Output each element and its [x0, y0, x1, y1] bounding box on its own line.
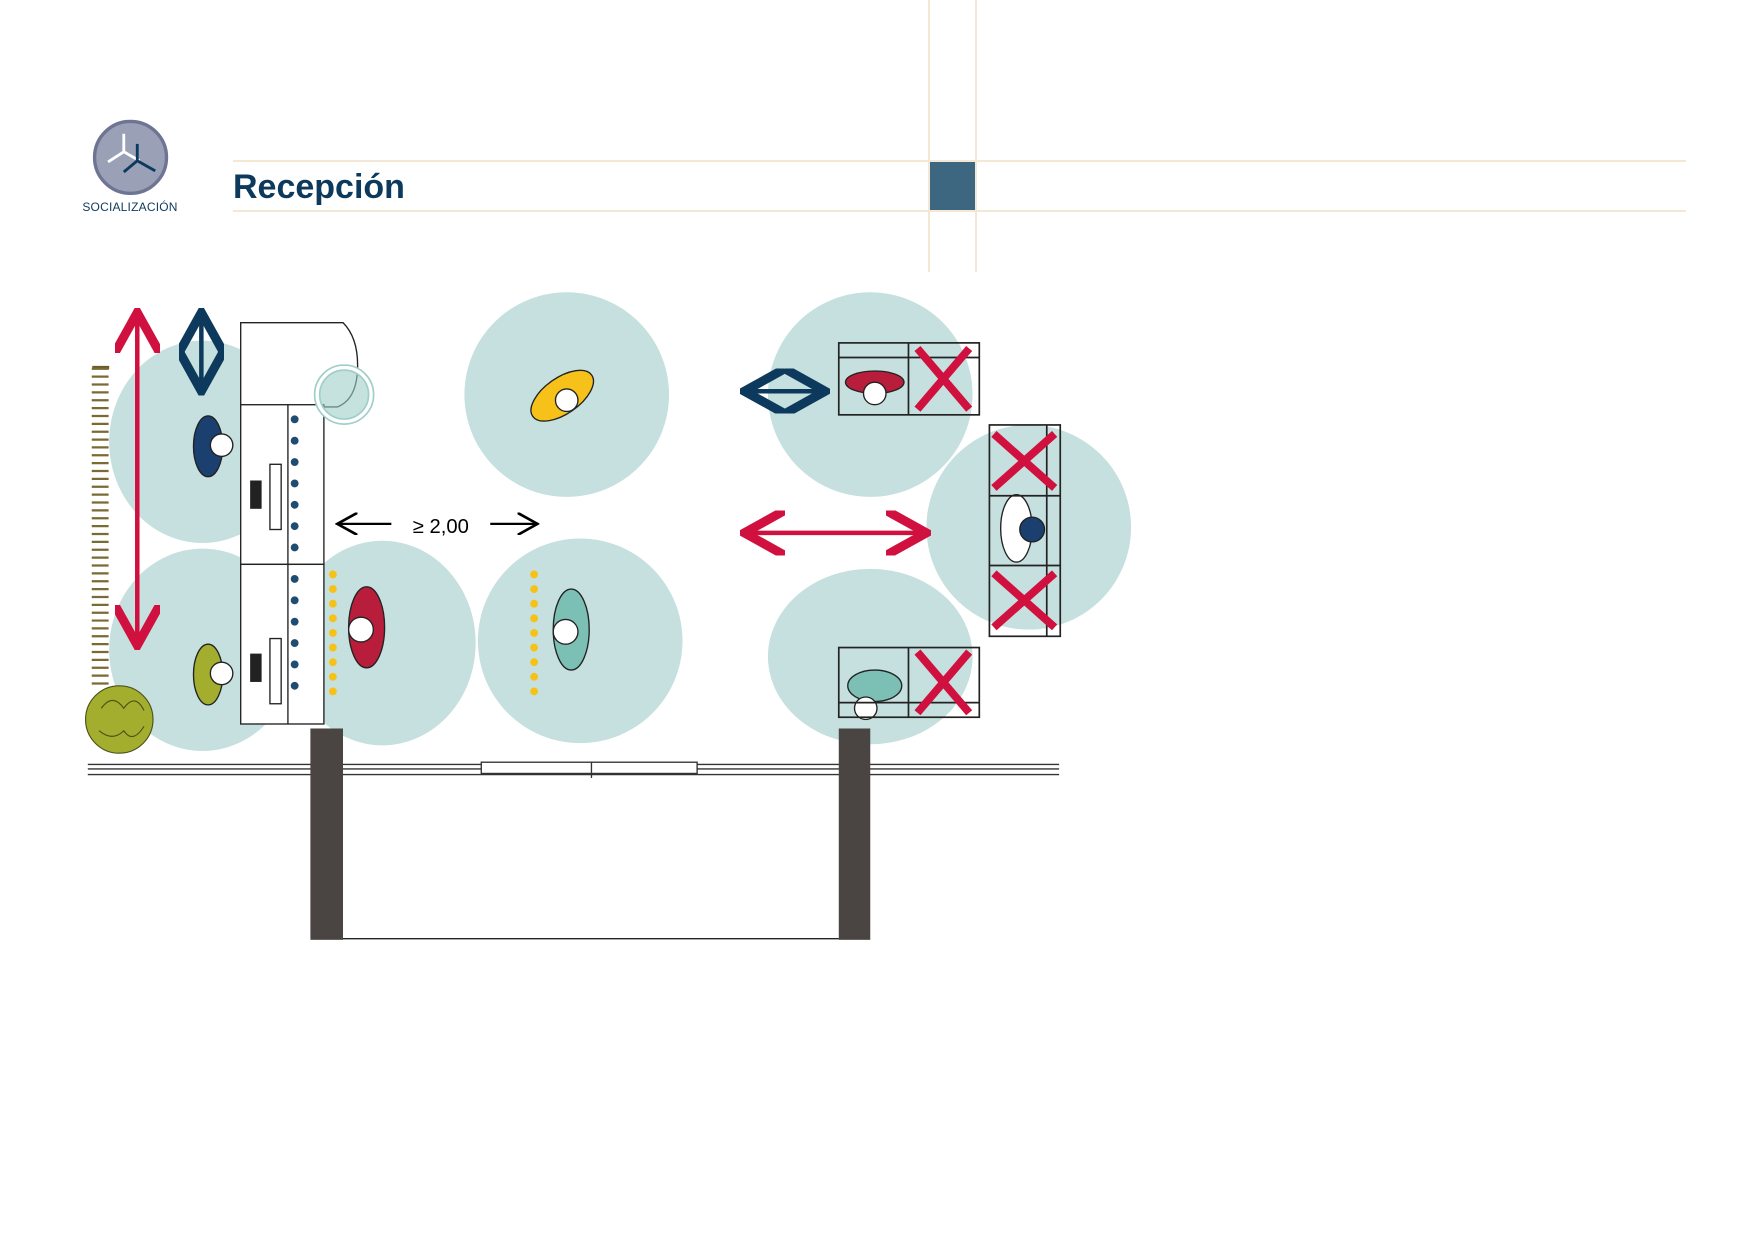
floor-marking-dots [328, 570, 539, 696]
benches [837, 342, 1062, 719]
socialization-logo-icon [92, 119, 169, 196]
entrance-post [838, 728, 871, 940]
blocked-seat-x-icon [914, 345, 973, 412]
wall-slats [91, 365, 110, 686]
visitor-icon [347, 586, 386, 669]
bench [988, 424, 1062, 638]
zone-circle [767, 568, 973, 745]
blocked-seat-x-icon [914, 649, 973, 716]
plant-icon [84, 685, 154, 754]
accent-square [930, 162, 975, 210]
people [192, 369, 1046, 721]
visitor-icon [552, 588, 590, 671]
grid-line-vertical [928, 0, 930, 272]
visitor-icon [530, 369, 595, 422]
blocked-seat-x-icon [991, 431, 1058, 491]
facade-wall [87, 761, 1060, 778]
receptionist-icon [192, 643, 234, 706]
grid-line-vertical [975, 0, 977, 272]
seated-person-icon [847, 669, 903, 721]
entrance-post [310, 728, 344, 940]
page-title: Recepción [233, 168, 405, 206]
blocked-seat-x-icon [991, 570, 1058, 631]
screen-divider-dots [290, 415, 299, 690]
sliding-door [480, 761, 698, 775]
receptionist-icon [192, 415, 234, 478]
seat-blocked-x-marks [914, 345, 1058, 716]
grid-line-horizontal [233, 160, 1686, 162]
distance-label: ≥ 2,00 [413, 516, 469, 538]
seated-person-icon [844, 370, 905, 406]
category-label: SOCIALIZACIÓN [82, 200, 178, 214]
grid-line-horizontal [233, 210, 1686, 212]
seated-person-icon [999, 493, 1046, 563]
